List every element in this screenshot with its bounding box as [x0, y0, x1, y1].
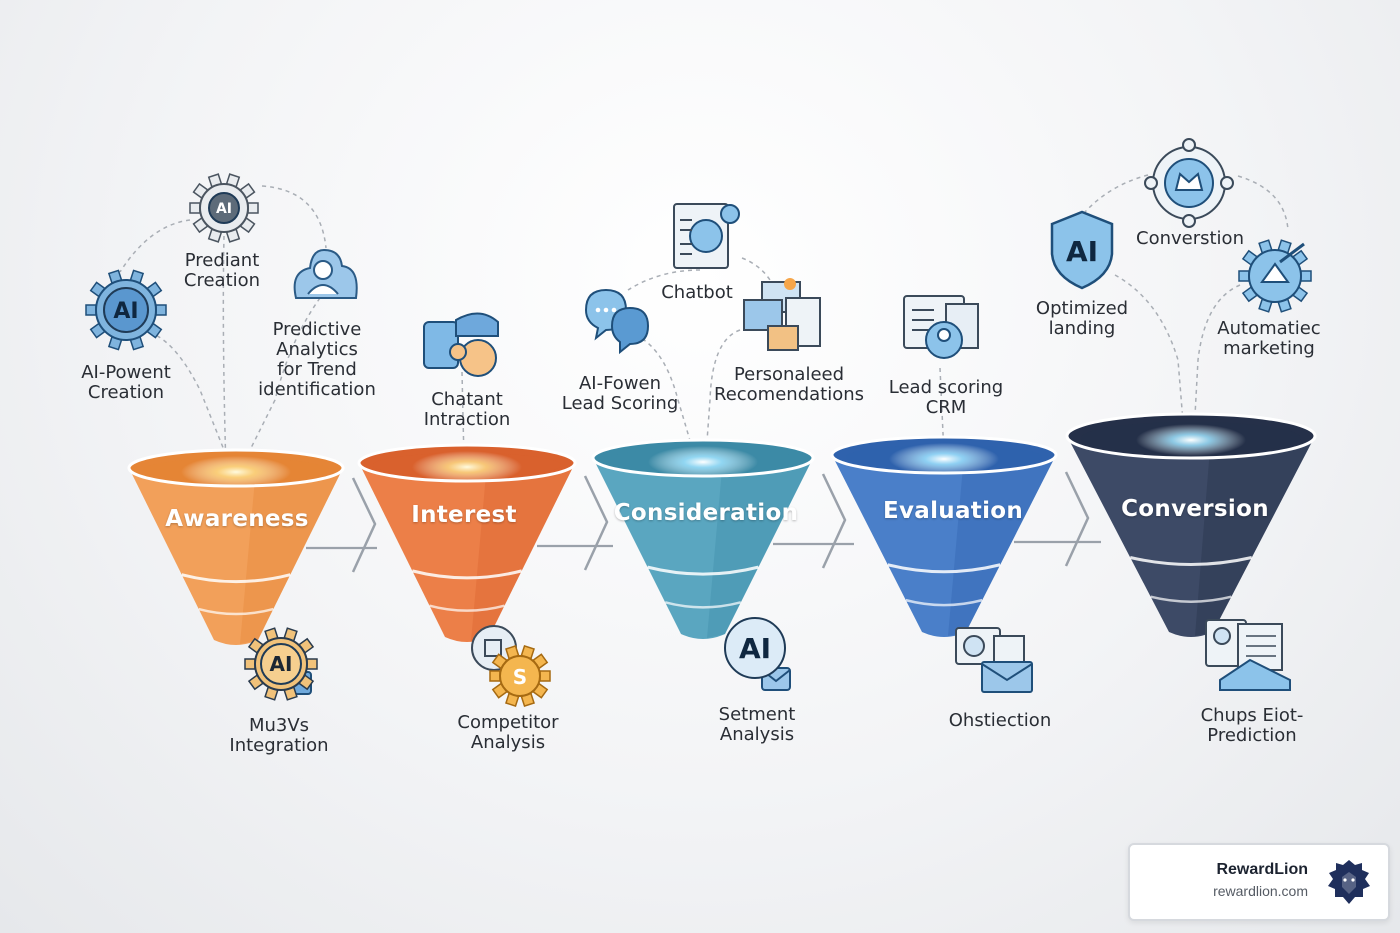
- funnel-band: [429, 604, 505, 612]
- dashed-connector: [1114, 274, 1185, 435]
- funnel-body: [1067, 436, 1315, 637]
- funnel-shade: [1195, 436, 1315, 636]
- coin-gear-icon: [489, 644, 551, 708]
- user-cloud-icon: [293, 248, 358, 299]
- funnel-band: [647, 565, 759, 576]
- funnel-glow: [181, 456, 291, 488]
- stage-name-evaluation: Evaluation: [882, 498, 1024, 524]
- arrow-chevron: [821, 473, 847, 569]
- chat-assistant-icon: [423, 312, 499, 377]
- ai-shield-icon: AI: [1050, 210, 1114, 290]
- prediction-document-icon: [1205, 619, 1291, 691]
- arrow-chevron: [583, 475, 609, 571]
- funnel-band: [198, 607, 274, 616]
- svg-text:AI: AI: [113, 299, 138, 324]
- dashed-connector: [741, 257, 771, 281]
- chatbot-document-icon: [673, 203, 740, 269]
- svg-text:AI: AI: [216, 201, 232, 217]
- funnel-body: [593, 458, 813, 639]
- dashed-connector: [1193, 284, 1241, 435]
- objection-mail-icon: [955, 627, 1033, 693]
- funnel-evaluation: [830, 435, 1058, 637]
- ai-settings-gear-icon: [189, 173, 259, 243]
- label-ohstiection: Ohstiection: [948, 710, 1052, 731]
- brand-url[interactable]: rewardlion.com: [1213, 883, 1308, 899]
- funnel-awareness: [127, 448, 345, 645]
- svg-text:AI: AI: [739, 632, 771, 665]
- dashed-connector: [1084, 174, 1149, 213]
- icons: AI AI AI S AI AI: [85, 138, 1312, 708]
- label-chatbot: Chatbot: [661, 282, 733, 303]
- funnel-band: [887, 563, 1001, 574]
- brand-card[interactable]: RewardLion rewardlion.com: [1128, 843, 1390, 921]
- funnel-body: [359, 463, 575, 642]
- lion-head-icon: [1328, 860, 1370, 904]
- dashed-connector: [119, 219, 191, 273]
- funnel-band: [905, 598, 983, 607]
- ai-badge-icon: AI: [260, 643, 302, 685]
- stage-name-consideration: Consideration: [613, 500, 799, 526]
- funnel-glow: [412, 451, 522, 483]
- funnel-glow: [889, 443, 999, 475]
- automation-gear-icon: [1260, 242, 1305, 283]
- chat-bubbles-icon: [584, 288, 650, 355]
- conversion-target-icon: [1144, 138, 1234, 228]
- dashed-connector: [1237, 175, 1289, 231]
- ai-sentiment-badge-icon: AI: [724, 617, 786, 679]
- funnel-band: [181, 573, 291, 584]
- funnel-shade: [471, 463, 575, 641]
- funnel-consideration: [591, 438, 815, 639]
- svg-text:AI: AI: [270, 652, 293, 676]
- dashed-connector: [222, 235, 227, 471]
- funnel-band: [1150, 595, 1232, 603]
- crm-document-icon: [903, 295, 979, 359]
- stage-name-interest: Interest: [411, 502, 517, 528]
- funnel-band: [664, 601, 742, 609]
- brand-name: RewardLion: [1216, 861, 1308, 878]
- recommendation-cards-icon: [743, 278, 821, 351]
- funnel-glow: [1136, 424, 1246, 456]
- ai-gear-icon: AI: [103, 287, 149, 333]
- ai-settings-gear-icon: AI: [208, 192, 240, 224]
- funnel-interest: [357, 443, 577, 642]
- dashed-connector: [261, 185, 327, 249]
- stage-name-conversion: Conversion: [1121, 496, 1269, 522]
- funnel-body: [832, 455, 1056, 637]
- stage-name-awareness: Awareness: [165, 506, 309, 532]
- coin-symbol: S: [513, 665, 527, 689]
- funnel-band: [411, 569, 523, 580]
- funnel-glow: [648, 446, 758, 478]
- funnels: [127, 412, 1317, 645]
- funnel-band: [1129, 556, 1253, 567]
- funnel-shade: [240, 468, 343, 644]
- funnel-shade: [948, 455, 1056, 636]
- funnel-conversion: [1065, 412, 1317, 637]
- arrow-chevron: [351, 477, 377, 573]
- ai-shield-text: AI: [1066, 235, 1098, 268]
- label-chups-eiot-prediction: Chups Eiot-Prediction: [1200, 705, 1304, 746]
- stage-arrows: [306, 471, 1101, 573]
- label-converstion: Converstion: [1136, 228, 1244, 249]
- funnel-shade: [707, 458, 813, 638]
- arrow-chevron: [1064, 471, 1090, 567]
- funnel-body: [129, 468, 343, 645]
